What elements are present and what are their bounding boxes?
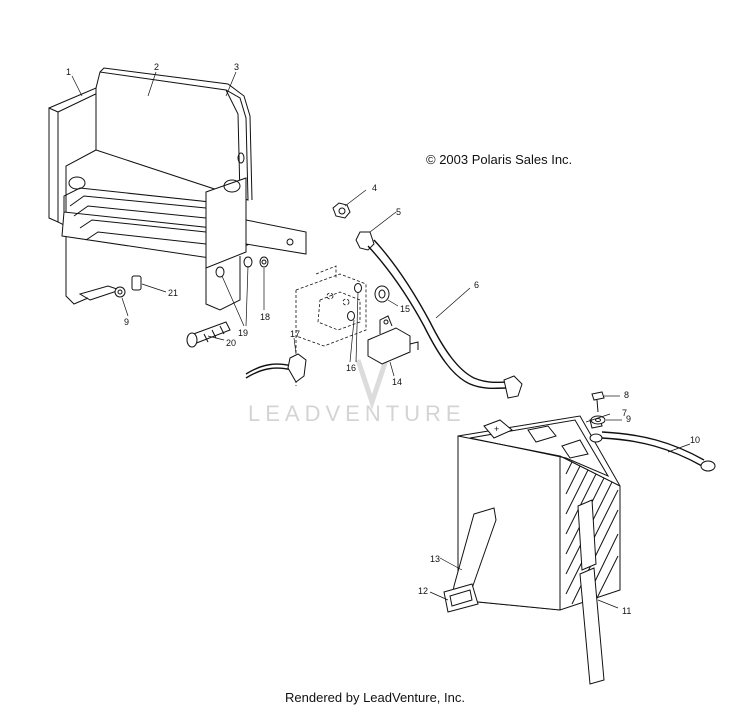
callout-11: 11 xyxy=(622,606,631,616)
solenoid-mount xyxy=(245,265,419,386)
negative-terminal-parts xyxy=(589,391,716,472)
callout-7: 7 xyxy=(622,408,627,418)
callout-19: 19 xyxy=(238,328,248,338)
callout-18: 18 xyxy=(260,312,270,322)
battery: + xyxy=(457,415,621,611)
render-credit: Rendered by LeadVenture, Inc. xyxy=(285,690,465,705)
callout-1: 1 xyxy=(66,67,71,77)
callout-13: 13 xyxy=(430,554,440,564)
callout-2: 2 xyxy=(154,62,159,72)
callout-14: 14 xyxy=(392,377,402,387)
callout-17: 17 xyxy=(290,329,300,339)
callout-20: 20 xyxy=(226,338,236,348)
copyright-notice: © 2003 Polaris Sales Inc. xyxy=(426,152,573,167)
battery-strap xyxy=(443,507,497,613)
callout-9-washer: 9 xyxy=(626,414,631,424)
battery-cable-positive xyxy=(355,231,523,399)
battery-plus-label: + xyxy=(494,424,499,434)
callout-4: 4 xyxy=(372,183,377,193)
callout-6: 6 xyxy=(474,280,479,290)
callout-5: 5 xyxy=(396,207,401,217)
callout-8: 8 xyxy=(624,390,629,400)
watermark-logo-icon xyxy=(355,359,389,410)
watermark: LEADVENTURE xyxy=(248,359,466,426)
callout-10: 10 xyxy=(690,435,700,445)
callout-15: 15 xyxy=(400,304,410,314)
callout-21: 21 xyxy=(168,288,178,298)
callout-9-box: 9 xyxy=(124,317,129,327)
battery-box-assembly xyxy=(48,67,307,348)
leader-lines xyxy=(71,71,691,609)
callouts: 1 2 3 4 5 6 7 8 9 9 10 11 12 13 14 15 16… xyxy=(66,62,700,616)
callout-12: 12 xyxy=(418,586,428,596)
battery-strap-right xyxy=(577,499,605,685)
callout-3: 3 xyxy=(234,62,239,72)
watermark-text: LEADVENTURE xyxy=(248,401,466,426)
nut-part-4 xyxy=(332,189,367,219)
callout-16: 16 xyxy=(346,363,356,373)
